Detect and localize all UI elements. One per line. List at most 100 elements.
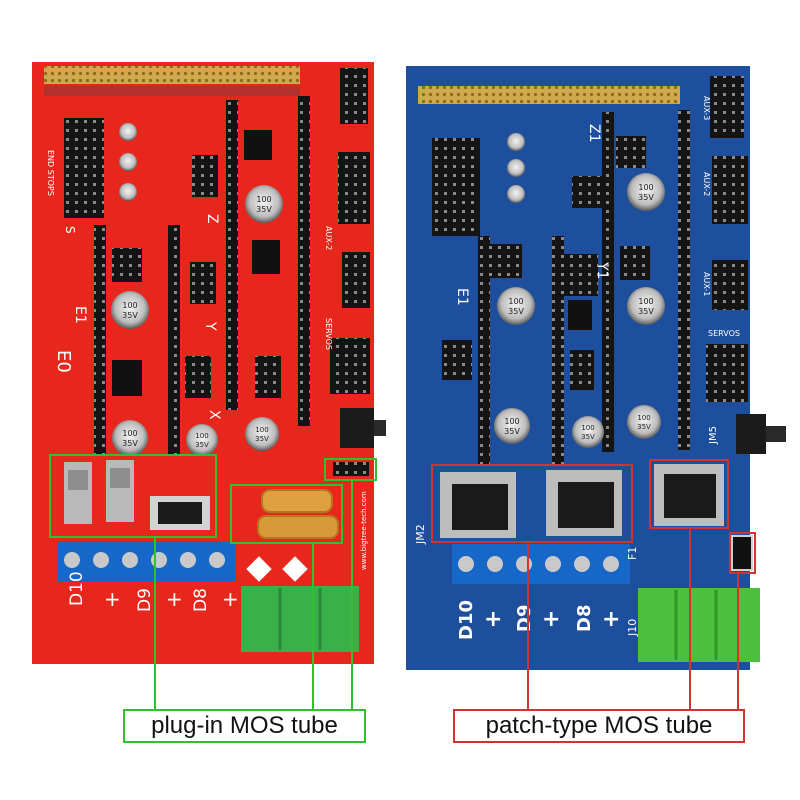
right-label-j10: J10: [626, 619, 639, 637]
green-box-fuses: [230, 484, 343, 544]
left-jumper-block-2: [252, 240, 280, 274]
right-out-label-3: D9: [514, 605, 535, 632]
svg-text:35V: 35V: [638, 307, 654, 316]
right-label-y1: Y1: [594, 261, 610, 279]
left-label-e1: E1: [72, 306, 88, 324]
right-terminal-screws: [458, 556, 619, 572]
left-driver-socket-1: [226, 100, 238, 410]
right-green-terminal: [638, 588, 760, 662]
left-label-z: Z: [204, 214, 220, 224]
left-polarity-mark-1: [246, 556, 272, 582]
left-label-e0: E0: [53, 350, 74, 373]
right-cap-2: 100 35V: [497, 287, 535, 325]
right-out-label-6: +: [602, 607, 620, 632]
right-aux3-header: [710, 76, 744, 138]
right-cap-4: 100 35V: [494, 408, 530, 444]
right-reset-button: [736, 414, 766, 454]
left-out-label-3: D9: [135, 588, 155, 612]
svg-text:35V: 35V: [256, 205, 272, 214]
right-jumper-block-5: [564, 254, 598, 296]
left-small-cap-3: [119, 183, 137, 201]
right-endstop-header: [432, 138, 480, 236]
svg-text:100: 100: [256, 195, 271, 204]
left-out-label-2: +: [104, 587, 121, 611]
left-mosfet-3: [150, 496, 210, 530]
left-aux2-header: [338, 152, 370, 224]
left-label-aux2: AUX-2: [324, 226, 333, 250]
left-label-servos: SERVOS: [324, 318, 333, 350]
svg-text:35V: 35V: [638, 193, 654, 202]
svg-text:35V: 35V: [122, 439, 138, 448]
left-fuse-1: [261, 489, 333, 513]
svg-text:100: 100: [581, 424, 594, 432]
svg-text:35V: 35V: [637, 423, 651, 431]
right-small-cap-3: [507, 185, 525, 203]
svg-text:35V: 35V: [504, 427, 520, 436]
left-out-label-6: +: [222, 587, 239, 611]
caption-plug-in-mos-tube: plug-in MOS tube: [123, 709, 366, 743]
left-jumper-block-5: [192, 155, 218, 197]
red-box-mosfets: [431, 464, 633, 543]
left-header-small: [66, 180, 102, 218]
svg-text:35V: 35V: [122, 311, 138, 320]
right-out-label-4: +: [542, 607, 560, 632]
right-jumper-block-7: [442, 340, 472, 380]
right-small-cap-2: [507, 159, 525, 177]
right-mosfet-3: [654, 464, 724, 526]
left-cap-4: 100 35V: [186, 424, 218, 456]
right-small-cap-1: [507, 133, 525, 151]
left-cap-2: 100 35V: [111, 291, 149, 329]
right-label-aux1: AUX-1: [702, 272, 711, 296]
right-label-jm5: JM5: [708, 426, 719, 445]
right-aux2-header: [712, 156, 748, 224]
svg-text:100: 100: [638, 183, 653, 192]
left-fuse-2: [257, 515, 339, 539]
red-box-smd-fuse: [729, 532, 756, 574]
right-label-e1: E1: [454, 288, 470, 306]
svg-text:100: 100: [122, 429, 137, 438]
right-jumper-block-1: [616, 136, 646, 168]
svg-text:35V: 35V: [581, 433, 595, 441]
svg-text:100: 100: [508, 297, 523, 306]
left-top-header-pins-row2: [44, 86, 300, 96]
left-out-label-1: D10: [67, 571, 87, 606]
right-jumper-block-6: [568, 300, 592, 330]
svg-text:35V: 35V: [195, 441, 209, 449]
right-terminal-block: [452, 544, 630, 584]
right-driver-socket-2: [678, 110, 690, 450]
left-driver-socket-2: [298, 96, 310, 426]
left-servo-header: [330, 338, 370, 394]
right-jumper-block-3: [490, 244, 522, 278]
right-cap-5: 100 35V: [572, 416, 604, 448]
left-small-cap-2: [119, 153, 137, 171]
right-smd-fuse: [731, 535, 753, 571]
left-mosfet-1: [64, 462, 92, 524]
right-driver-socket-4: [552, 236, 564, 466]
right-label-servos: SERVOS: [708, 329, 740, 338]
left-aux2-header-b: [342, 252, 370, 308]
right-servo-header: [706, 344, 748, 402]
svg-text:100: 100: [122, 301, 137, 310]
left-label-y: Y: [202, 321, 218, 331]
right-label-z1: Z1: [586, 124, 602, 143]
right-aux1-header: [712, 260, 748, 310]
right-top-header-pins: [418, 86, 680, 104]
left-cap-1: 100 35V: [245, 185, 283, 223]
right-mosfet-1: [440, 472, 516, 538]
right-driver-socket-1: [602, 112, 614, 452]
left-driver-socket-3: [94, 225, 106, 455]
right-reset-button-cap: [766, 426, 786, 442]
caption-patch-type-mos-tube: patch-type MOS tube: [453, 709, 745, 743]
left-top-header-pins: [44, 66, 300, 84]
left-mosfet-2: [106, 460, 134, 522]
svg-text:100: 100: [255, 426, 268, 434]
left-label-s: S: [63, 226, 77, 234]
right-out-label-2: +: [484, 607, 502, 632]
left-aux-header: [340, 68, 368, 124]
left-website: www.bigtree-tech.com: [360, 491, 368, 570]
svg-text:100: 100: [195, 432, 208, 440]
right-jumper-block-4: [620, 246, 650, 280]
svg-text:100: 100: [504, 417, 519, 426]
left-jumper-block-1: [244, 130, 272, 160]
